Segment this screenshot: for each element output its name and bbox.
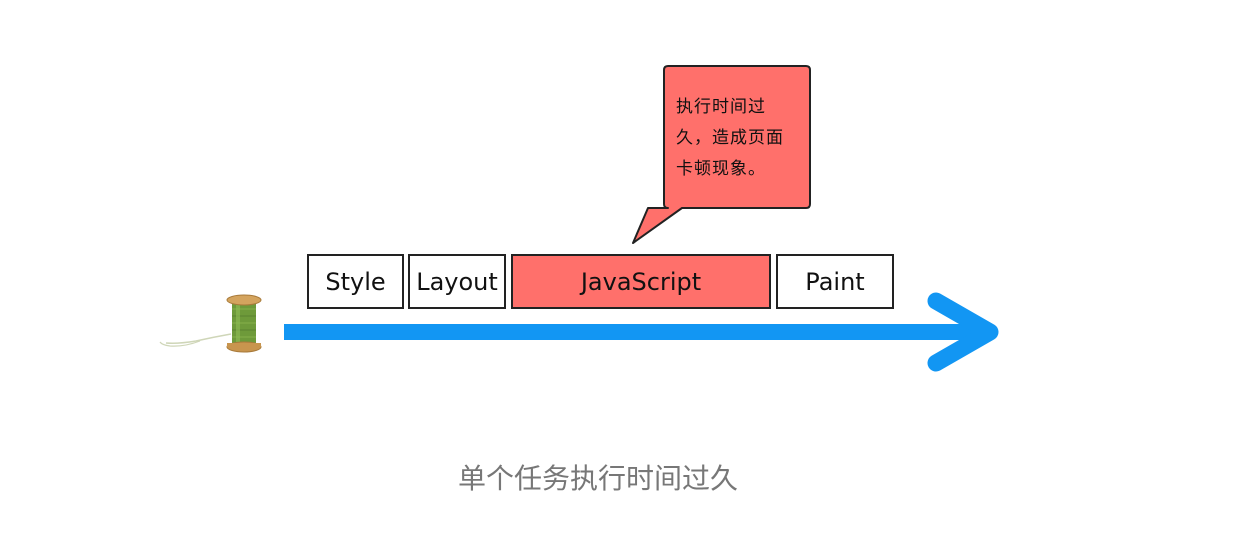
diagram-caption: 单个任务执行时间过久 — [457, 462, 738, 495]
task-label-javascript: JavaScript — [580, 267, 702, 296]
task-box-style: Style — [307, 254, 404, 309]
callout-text: 执行时间过 久，造成页面 卡顿现象。 — [676, 92, 798, 185]
callout-line: 卡顿现象。 — [676, 159, 766, 179]
task-label-paint: Paint — [805, 267, 865, 296]
task-box-javascript: JavaScript — [511, 254, 771, 309]
task-label-layout: Layout — [416, 267, 498, 296]
callout-line: 久，造成页面 — [676, 128, 784, 148]
task-label-style: Style — [325, 267, 386, 296]
task-box-paint: Paint — [776, 254, 894, 309]
callout-line: 执行时间过 — [676, 97, 766, 117]
task-box-layout: Layout — [408, 254, 506, 309]
thread-spool-icon — [159, 294, 262, 353]
callout-bubble — [632, 65, 811, 244]
